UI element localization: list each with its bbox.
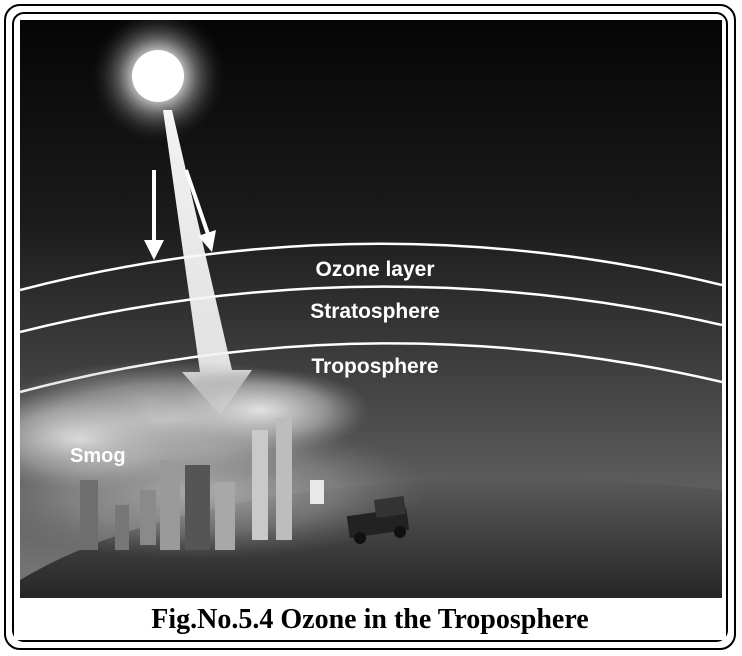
ozone-layer-line-bottom	[20, 285, 722, 334]
ozone-layer-label: Ozone layer	[315, 258, 434, 281]
figure-caption: Fig.No.5.4 Ozone in the Troposphere	[14, 600, 726, 640]
city-skyline	[80, 418, 324, 550]
stratosphere-label: Stratosphere	[310, 300, 440, 323]
outer-frame	[4, 4, 736, 650]
ozone-illustration: Ozone layer Stratosphere Troposphere Smo…	[20, 20, 722, 598]
troposphere-label: Troposphere	[311, 355, 438, 378]
uv-arrow-right-head	[198, 230, 216, 252]
sun-core	[132, 50, 184, 102]
smog-label: Smog	[70, 445, 126, 467]
uv-beam-arrow-large	[163, 110, 252, 415]
scene-svg: Ozone layer Stratosphere Troposphere Smo…	[20, 20, 722, 598]
earth-surface	[20, 478, 722, 598]
uv-arrow-right-shaft	[184, 169, 210, 235]
ozone-layer-line-top	[20, 242, 722, 292]
uv-arrow-left-head	[144, 240, 164, 260]
truck-icon	[346, 495, 410, 544]
